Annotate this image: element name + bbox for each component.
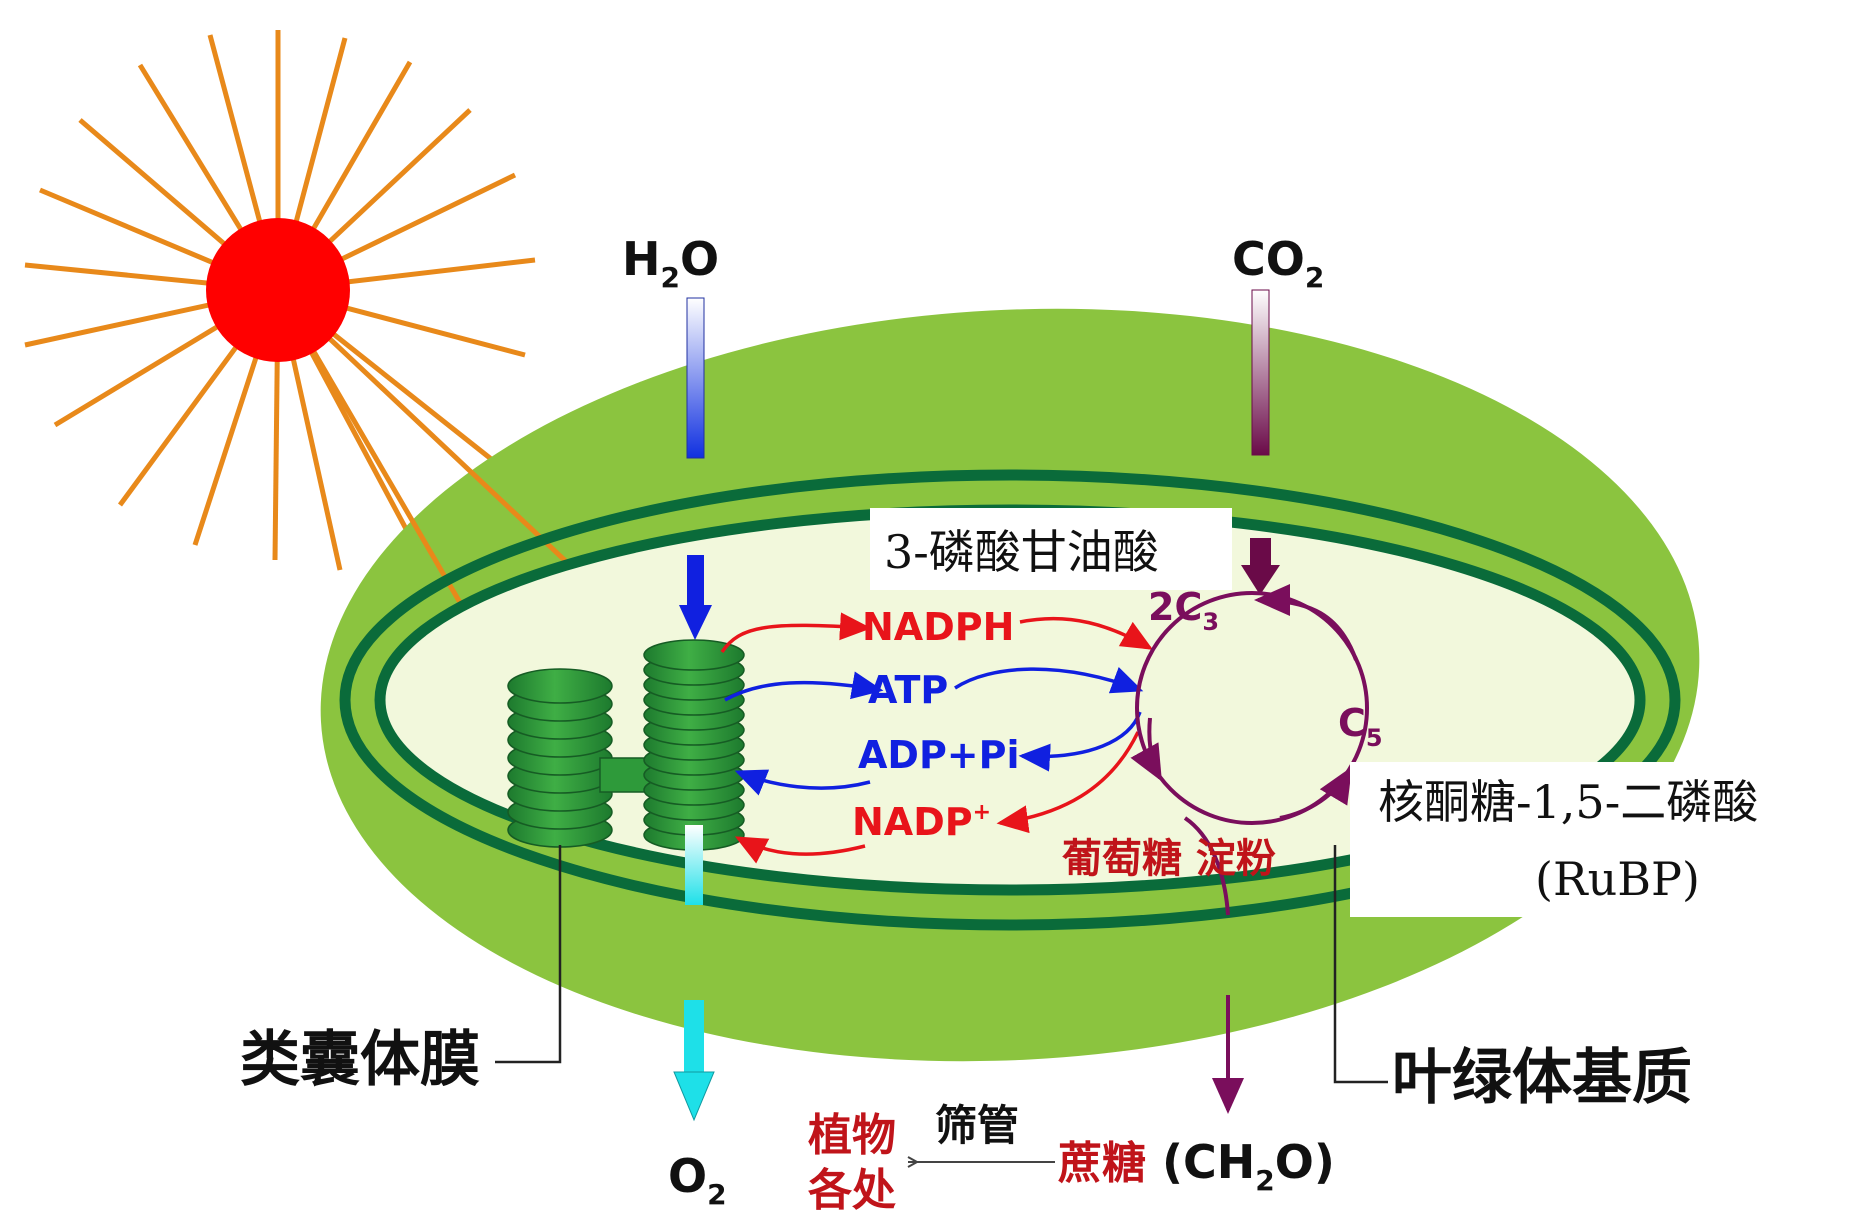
granum-right [643,639,745,851]
calvin-arrow-down [1130,717,1162,782]
adp-pi-label: ADP+Pi [858,733,1020,777]
nadph-arrow-2 [1019,616,1154,650]
thylakoid-label: 类囊体膜 [240,1025,480,1095]
c3-label: 2C3 [1148,585,1219,636]
calvin-product-exit [1183,816,1230,916]
thylakoid-pointer [495,845,562,1064]
oxygen-label: O2 [668,1149,727,1211]
sun-icon [206,218,350,362]
calvin-arrow-c5-to-c3 [1254,584,1358,661]
oxygen-tube-inner [685,825,703,905]
plant-everywhere-line2: 各处 [808,1165,896,1216]
sucrose-label: 蔗糖 [1058,1138,1146,1189]
water-arrow [679,555,712,640]
c5-name-line2: (RuBP) [1535,852,1700,906]
carb-label: (CH2O) [1162,1135,1335,1197]
products-label: 葡萄糖 淀粉 [1062,836,1276,882]
atp-arrow-2 [954,667,1144,694]
chloroplast-outer-membrane [339,469,1681,931]
plant-everywhere-line1: 植物 [808,1110,896,1161]
adp-arrow-1 [1018,711,1142,772]
co2-input-bar [1251,289,1270,456]
nadph-label: NADPH [862,605,1014,649]
nadph-arrow-1 [720,612,872,653]
nadp-plus-label: NADP+ [852,800,991,844]
water-input-bar [686,297,705,459]
c5-name-line1: 核酮糖-1,5-二磷酸 [1378,775,1758,829]
oxygen-arrow [673,1000,715,1122]
co2-arrow [1241,538,1280,595]
atp-arrow-1 [724,671,884,702]
nadp-arrow-2 [734,836,866,864]
atp-label: ATP [868,668,948,712]
stroma-label: 叶绿体基质 [1392,1043,1692,1113]
water-label: H2O [622,232,719,294]
granum-left [507,668,613,848]
c3-name-box [870,508,1232,590]
c3-name-label: 3-磷酸甘油酸 [884,525,1159,579]
nadp-arrow-1 [996,731,1140,834]
c5-label: C5 [1338,701,1383,752]
co2-label: CO2 [1232,232,1324,294]
calvin-cycle-circle [1135,591,1369,825]
stroma-pointer [1333,845,1388,1084]
c5-name-box [1350,762,1850,917]
adp-arrow-2 [734,769,871,796]
sieve-tube-label: 筛管 [935,1101,1019,1150]
calvin-arrow-to-c5 [1279,766,1353,820]
